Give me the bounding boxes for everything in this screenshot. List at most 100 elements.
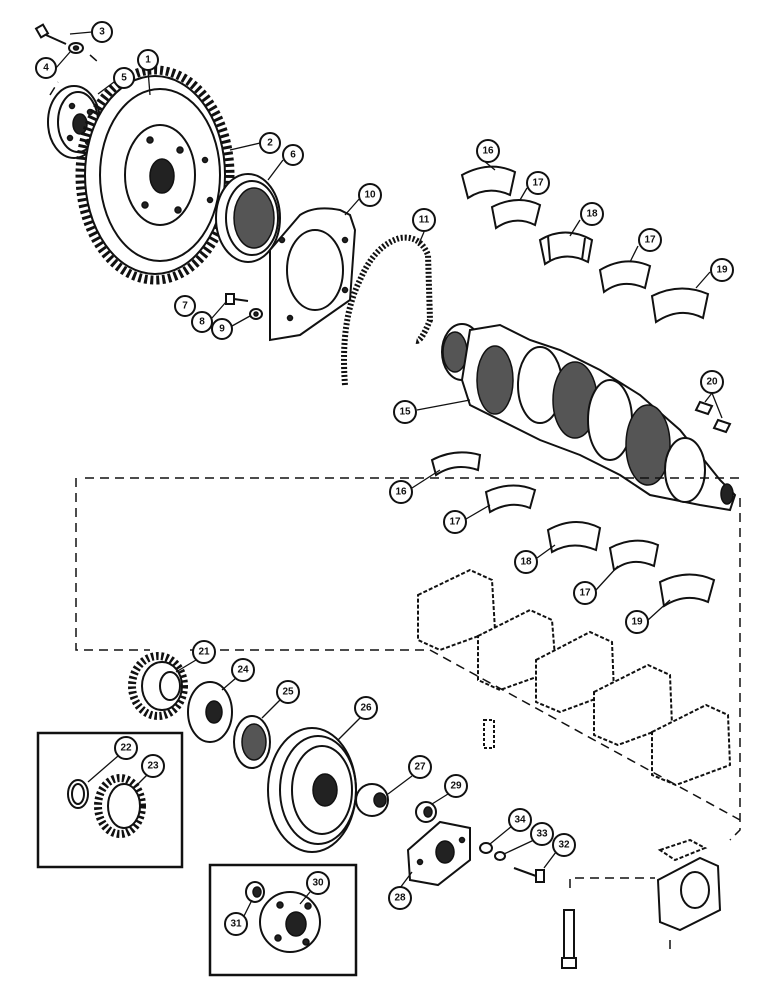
part-washer-4: [68, 42, 84, 54]
part-bearing-19-lower: [658, 573, 716, 608]
part-crank-gear-21: [128, 652, 188, 720]
callout-25: 25: [261, 680, 300, 719]
svg-text:11: 11: [419, 215, 430, 226]
part-retainer-10: [269, 207, 357, 342]
callout-34: 34: [489, 808, 532, 845]
callout-27: 27: [387, 755, 432, 795]
svg-text:5: 5: [121, 73, 127, 84]
svg-text:8: 8: [199, 317, 205, 328]
svg-text:32: 32: [558, 840, 570, 851]
callout-16-lower: 16: [389, 469, 441, 504]
callout-6: 6: [267, 144, 304, 181]
callout-31: 31: [224, 899, 253, 936]
part-bearing-16-lower: [430, 451, 482, 477]
callout-26: 26: [337, 696, 378, 741]
part-adapter-31: [245, 881, 265, 903]
callout-23: 23: [135, 754, 165, 787]
callout-7: 7: [174, 295, 196, 317]
callout-17-lower-b: 17: [573, 565, 619, 605]
svg-text:28: 28: [394, 893, 406, 904]
svg-text:25: 25: [282, 687, 294, 698]
svg-text:17: 17: [449, 517, 461, 528]
callout-29: 29: [431, 774, 468, 805]
cover-dash-line: [569, 877, 671, 950]
part-bearing-19-upper: [650, 287, 710, 324]
part-bearing-17-lower-b: [608, 539, 660, 572]
callout-1: 1: [137, 49, 159, 96]
part-bearing-17-upper-a: [490, 199, 542, 230]
callout-33: 33: [503, 822, 554, 855]
svg-text:22: 22: [120, 743, 132, 754]
svg-text:31: 31: [230, 919, 242, 930]
svg-text:21: 21: [198, 647, 210, 658]
assembly-dash-line: [75, 477, 741, 841]
part-bearing-18-lower: [546, 521, 602, 554]
part-bearing-17-lower-a: [484, 484, 537, 514]
callout-18-upper: 18: [569, 202, 604, 237]
svg-text:18: 18: [586, 209, 598, 220]
svg-text:3: 3: [99, 27, 105, 38]
svg-text:20: 20: [706, 377, 718, 388]
inset-box-22-23: [36, 731, 184, 869]
svg-text:16: 16: [482, 146, 494, 157]
part-bearing-16-upper: [460, 165, 517, 200]
part-bolt-7: [225, 293, 263, 320]
svg-text:33: 33: [536, 829, 548, 840]
svg-text:27: 27: [414, 762, 426, 773]
part-hub-30: [259, 891, 321, 953]
svg-text:19: 19: [631, 617, 643, 628]
callout-17-upper-a: 17: [519, 171, 550, 201]
callout-17-lower-a: 17: [443, 504, 491, 534]
callout-15: 15: [393, 399, 471, 424]
part-pulley-26: [267, 727, 357, 853]
callout-17-upper-b: 17: [629, 228, 662, 263]
part-washer-24: [187, 681, 233, 743]
callout-4: 4: [35, 51, 71, 79]
svg-text:15: 15: [399, 407, 411, 418]
svg-text:24: 24: [237, 665, 249, 676]
part-adapter-29: [415, 801, 437, 823]
dashed-bolt-path: [49, 54, 99, 96]
svg-text:16: 16: [395, 487, 407, 498]
callout-19-lower: 19: [625, 599, 671, 634]
svg-text:34: 34: [514, 815, 526, 826]
svg-text:1: 1: [145, 55, 151, 66]
part-washers-33-34: [479, 842, 506, 861]
callout-32: 32: [543, 833, 576, 869]
svg-text:23: 23: [147, 761, 159, 772]
svg-text:2: 2: [267, 138, 273, 149]
callout-2: 2: [229, 132, 281, 154]
part-bearing-caps: [417, 568, 732, 787]
callout-layer: 1 2 3 4 5 6 7 8 9: [35, 21, 734, 936]
part-front-cover: [656, 838, 722, 932]
callout-3: 3: [69, 21, 113, 43]
callout-24: 24: [221, 658, 255, 691]
part-bearing-17-upper-b: [598, 260, 652, 294]
part-bearing-18-upper: [538, 231, 594, 266]
callout-5: 5: [97, 67, 135, 95]
svg-text:26: 26: [360, 703, 372, 714]
callout-22: 22: [87, 736, 138, 783]
svg-text:7: 7: [182, 301, 188, 312]
svg-text:18: 18: [520, 557, 532, 568]
callout-9: 9: [211, 315, 251, 340]
part-long-bolt: [483, 719, 495, 749]
callout-20: 20: [700, 370, 724, 419]
svg-text:30: 30: [312, 878, 324, 889]
svg-text:17: 17: [644, 235, 656, 246]
part-crankshaft-15: [441, 323, 737, 512]
svg-text:19: 19: [716, 265, 728, 276]
part-gasket-11: [341, 234, 434, 386]
part-ring-22: [67, 779, 89, 809]
svg-text:4: 4: [43, 63, 49, 74]
part-seal-6: [215, 173, 281, 263]
part-seal-25: [233, 715, 271, 769]
svg-text:6: 6: [290, 150, 296, 161]
part-flywheel-1: [75, 65, 235, 285]
callout-10: 10: [344, 183, 382, 216]
part-long-bolt-lower: [561, 909, 577, 969]
callout-18-lower: 18: [514, 544, 556, 574]
svg-text:10: 10: [364, 190, 376, 201]
callout-30: 30: [299, 871, 330, 905]
